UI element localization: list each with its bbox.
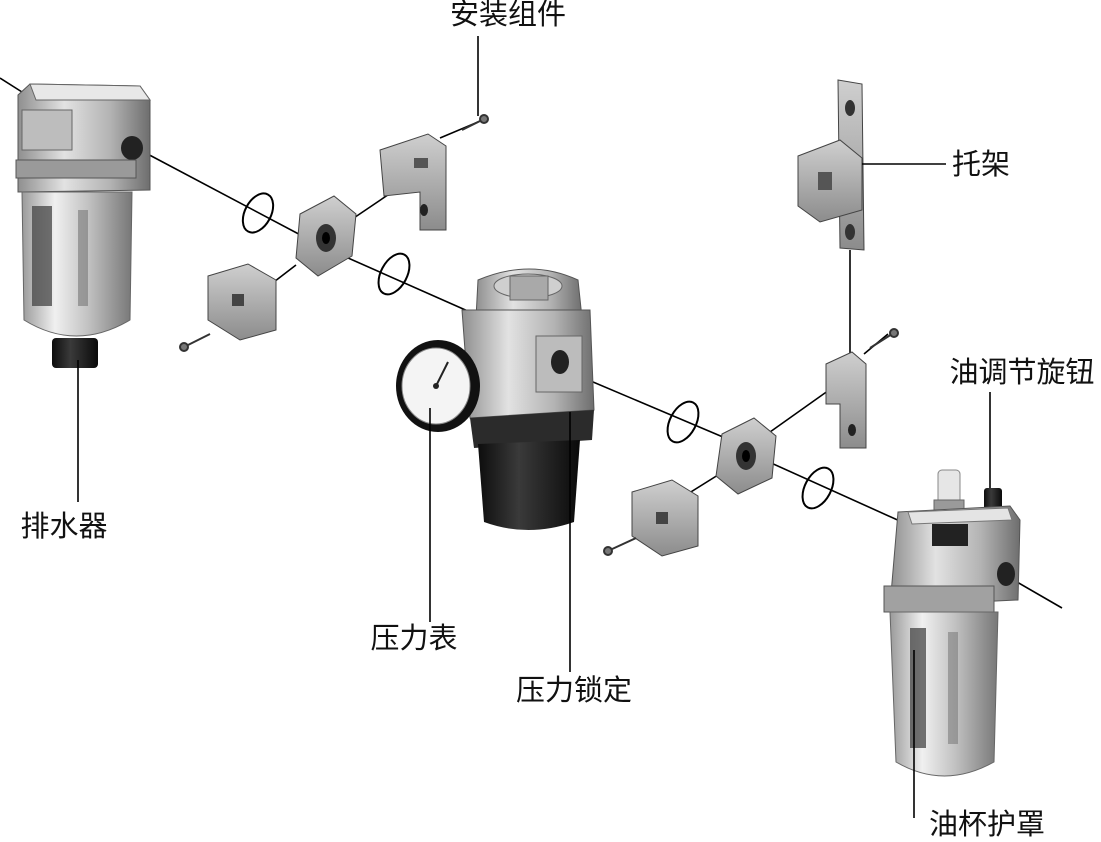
filter-unit: [15, 83, 151, 368]
labels: 安装组件 托架 油调节旋钮 排水器 压力表 压力锁定 油杯护罩: [20, 0, 1094, 841]
leader-lines: [77, 36, 991, 818]
label-pressure-lock: 压力锁定: [516, 673, 632, 707]
right-spacer-block: [715, 417, 777, 495]
label-oil-knob: 油调节旋钮: [949, 355, 1094, 389]
lubricator-unit: [883, 469, 1021, 777]
o-rings: [241, 192, 835, 510]
label-drain: 排水器: [20, 509, 107, 543]
support-bracket: [797, 79, 865, 251]
label-bracket: 托架: [952, 147, 1010, 181]
left-upper-bracket: [379, 133, 447, 231]
right-lower-bracket: [631, 479, 699, 557]
screws-left: [179, 114, 489, 352]
label-pressure-gauge: 压力表: [370, 621, 457, 655]
left-lower-bracket: [207, 263, 277, 341]
left-spacer-block: [295, 195, 357, 277]
right-upper-bracket: [825, 351, 867, 449]
label-oil-cup-guard: 油杯护罩: [929, 807, 1045, 841]
regulator-unit: [396, 268, 595, 530]
screws-right: [603, 328, 899, 556]
label-mounting-kit: 安装组件: [450, 0, 566, 31]
